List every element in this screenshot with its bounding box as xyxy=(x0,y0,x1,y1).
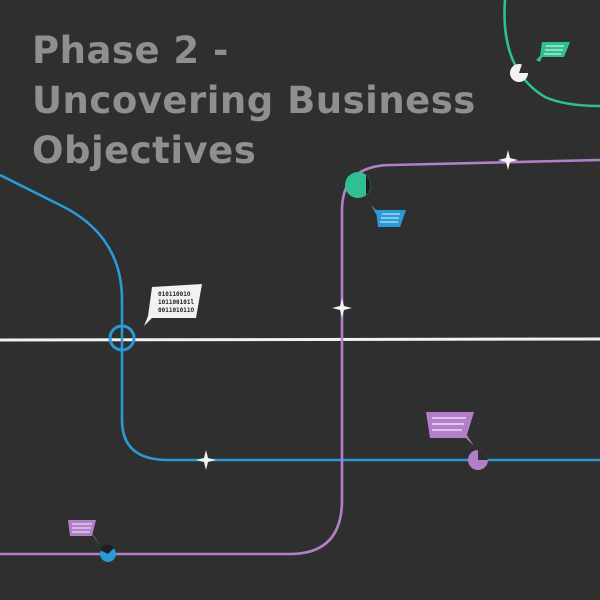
data-flag-icon xyxy=(426,412,474,446)
sparkle-icon xyxy=(332,298,352,318)
station-dot-icon xyxy=(510,64,529,82)
station-dot-icon xyxy=(345,172,371,198)
binary-line-3: 001101011O xyxy=(158,307,195,314)
binary-line-2: 101100101l xyxy=(158,299,195,306)
teal-line xyxy=(503,0,600,108)
binary-line-1: 01011001O xyxy=(158,291,191,298)
station-dot-icon xyxy=(468,450,488,470)
sparkle-icon xyxy=(196,450,216,470)
sparkle-icon xyxy=(498,150,518,170)
white-line xyxy=(0,337,600,342)
station-dot-icon xyxy=(100,544,116,562)
crosshair-icon xyxy=(108,324,136,352)
data-flag-icon xyxy=(371,205,406,227)
data-flag-icon xyxy=(68,520,100,546)
slide-title: Phase 2 - Uncovering Business Objectives xyxy=(32,29,476,172)
blue-line xyxy=(0,173,600,462)
data-flag-icon: 01011001O 101100101l 001101011O xyxy=(144,284,202,326)
data-flag-icon xyxy=(536,42,570,62)
purple-line xyxy=(0,158,600,556)
